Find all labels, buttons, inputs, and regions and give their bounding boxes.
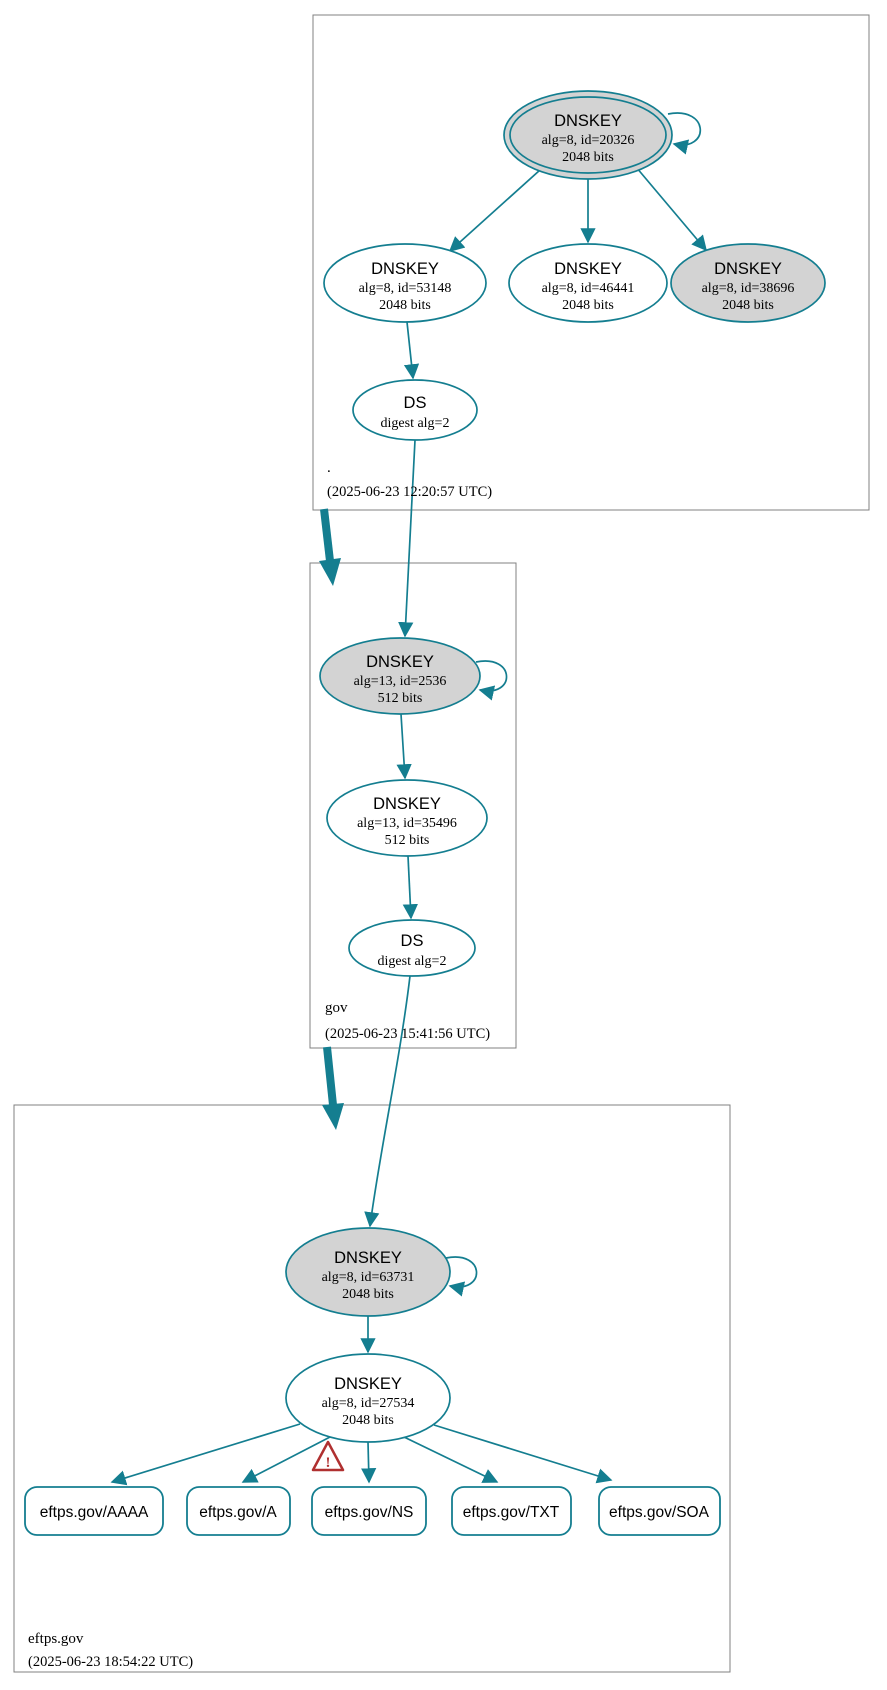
edge-root-ds-to-gov-ksk2536 <box>398 439 416 638</box>
zone-label-root: . <box>327 460 331 476</box>
rrset-node-eftps-gov-a[interactable]: eftps.gov/A <box>186 1486 291 1536</box>
rrset-label: eftps.gov/A <box>199 1504 277 1521</box>
edge-zsk27534-to-aaaa <box>110 1423 301 1486</box>
ds-node-root[interactable]: DS digest alg=2 <box>352 379 478 441</box>
edge-zsk35496-to-ds <box>402 855 418 920</box>
rrset-node-eftps-gov-txt[interactable]: eftps.gov/TXT <box>451 1486 572 1536</box>
dnskey-node-2536-ksk[interactable]: DNSKEY alg=13, id=2536 512 bits <box>319 637 481 715</box>
node-bits: 2048 bits <box>562 150 614 165</box>
delegation-arrowhead-gov-to-eftps-icon <box>322 1103 344 1130</box>
node-bits: 2048 bits <box>722 298 774 313</box>
node-bits: 512 bits <box>385 833 430 848</box>
node-title: DNSKEY <box>554 260 622 278</box>
delegation-arrow-root-to-gov <box>320 508 334 562</box>
node-attrs: alg=13, id=35496 <box>357 816 457 831</box>
edge-ksk2536-to-zsk35496 <box>396 713 412 780</box>
rrset-node-eftps-gov-aaaa[interactable]: eftps.gov/AAAA <box>24 1486 164 1536</box>
edge-zsk27534-to-soa <box>433 1424 613 1484</box>
rrset-node-eftps-gov-ns[interactable]: eftps.gov/NS <box>311 1486 427 1536</box>
node-attrs: alg=8, id=20326 <box>542 133 635 148</box>
zone-box-root <box>312 14 870 511</box>
node-title: DNSKEY <box>334 1375 402 1393</box>
node-title: DNSKEY <box>334 1249 402 1267</box>
node-attrs: alg=8, id=53148 <box>359 281 452 296</box>
dnskey-node-53148[interactable]: DNSKEY alg=8, id=53148 2048 bits <box>323 243 487 323</box>
dnskey-node-38696-ksk[interactable]: DNSKEY alg=8, id=38696 2048 bits <box>670 243 826 323</box>
node-bits: 2048 bits <box>562 298 614 313</box>
node-bits: 2048 bits <box>342 1413 394 1428</box>
node-bits: 512 bits <box>378 691 423 706</box>
node-title: DNSKEY <box>554 112 622 130</box>
delegation-arrowhead-root-to-gov-icon <box>319 558 341 586</box>
rrset-label: eftps.gov/SOA <box>609 1504 710 1521</box>
node-attrs: alg=8, id=38696 <box>702 281 795 296</box>
edge-zsk27534-to-txt <box>403 1436 499 1483</box>
edge-zsk27534-to-a <box>241 1436 331 1483</box>
node-attrs: digest alg=2 <box>378 954 447 969</box>
rrset-node-eftps-gov-soa[interactable]: eftps.gov/SOA <box>598 1486 721 1536</box>
dnskey-node-27534[interactable]: DNSKEY alg=8, id=27534 2048 bits <box>285 1353 451 1443</box>
self-sign-loop-icon-63731 <box>445 1256 478 1297</box>
edge-gov-ds-to-eftps-ksk63731 <box>364 975 411 1228</box>
node-title: DNSKEY <box>371 260 439 278</box>
edge-ksk20326-to-ksk38696 <box>635 166 707 252</box>
node-bits: 2048 bits <box>342 1287 394 1302</box>
self-sign-loop-icon-2536 <box>475 660 508 701</box>
dnskey-node-20326-ksk[interactable]: DNSKEY alg=8, id=20326 2048 bits <box>503 90 673 180</box>
validation-warning-icon[interactable]: ! <box>311 1440 345 1472</box>
edge-zsk27534-to-ns <box>361 1441 377 1484</box>
node-title: DNSKEY <box>373 795 441 813</box>
node-title: DNSKEY <box>714 260 782 278</box>
node-attrs: digest alg=2 <box>381 416 450 431</box>
node-bits: 2048 bits <box>379 298 431 313</box>
dnskey-node-63731-ksk[interactable]: DNSKEY alg=8, id=63731 2048 bits <box>285 1227 451 1317</box>
rrset-label: eftps.gov/TXT <box>463 1504 560 1521</box>
node-attrs: alg=8, id=46441 <box>542 281 635 296</box>
zone-timestamp-root: (2025-06-23 12:20:57 UTC) <box>327 484 492 500</box>
edge-ksk20326-to-zsk53148 <box>448 169 541 253</box>
ds-node-gov[interactable]: DS digest alg=2 <box>348 919 476 977</box>
dnskey-node-35496[interactable]: DNSKEY alg=13, id=35496 512 bits <box>326 779 488 857</box>
zone-label-gov: gov <box>325 1000 348 1016</box>
zone-timestamp-eftps-gov: (2025-06-23 18:54:22 UTC) <box>28 1654 193 1670</box>
dnskey-node-46441[interactable]: DNSKEY alg=8, id=46441 2048 bits <box>508 243 668 323</box>
warning-glyph: ! <box>326 1455 331 1471</box>
node-title: DS <box>401 932 424 950</box>
rrset-label: eftps.gov/AAAA <box>40 1504 149 1521</box>
node-attrs: alg=8, id=27534 <box>322 1396 415 1411</box>
zone-timestamp-gov: (2025-06-23 15:41:56 UTC) <box>325 1026 490 1042</box>
node-attrs: alg=8, id=63731 <box>322 1270 415 1285</box>
node-title: DNSKEY <box>366 653 434 671</box>
node-attrs: alg=13, id=2536 <box>354 674 447 689</box>
delegation-arrow-gov-to-eftps <box>323 1046 337 1106</box>
rrset-label: eftps.gov/NS <box>325 1504 414 1521</box>
zone-box-eftps-gov <box>13 1104 731 1673</box>
edge-zsk53148-to-ds <box>403 321 420 380</box>
self-sign-loop-icon-20326 <box>667 112 702 155</box>
zone-box-gov <box>309 562 517 1049</box>
node-title: DS <box>404 394 427 412</box>
zone-label-eftps-gov: eftps.gov <box>28 1631 84 1647</box>
